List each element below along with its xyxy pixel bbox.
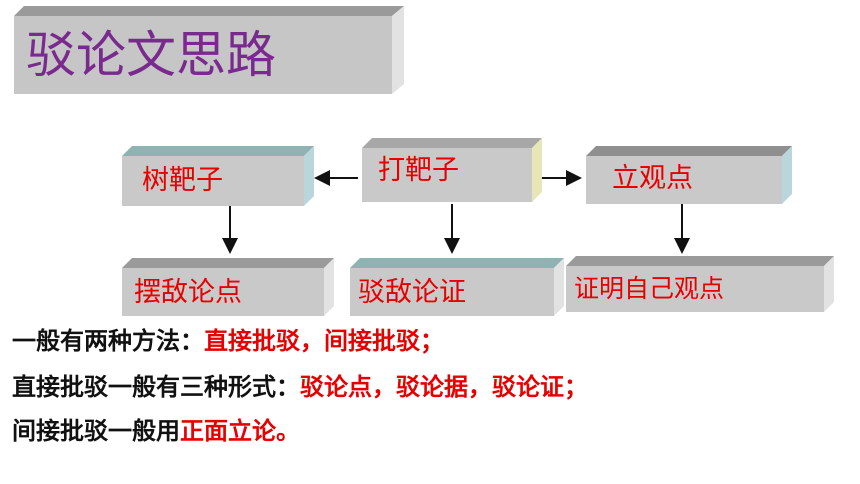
note-line-2-highlight: 驳论点，驳论据，驳论证； <box>300 373 588 401</box>
note-line-1: 一般有两种方法：直接批驳，间接批驳； <box>12 324 444 358</box>
node-bai-dilundian: 摆敌论点 <box>122 258 334 316</box>
page-title: 驳论文思路 <box>26 26 276 84</box>
node-bo-dilunzheng-shape <box>350 258 564 316</box>
note-line-3: 间接批驳一般用正面立论。 <box>12 414 300 448</box>
node-zhengming-guandian: 证明自己观点 <box>566 256 834 312</box>
node-bai-dilundian-shape <box>122 258 334 316</box>
node-li-guandian-shape <box>586 146 792 204</box>
note-line-3-highlight: 正面立论。 <box>180 417 300 445</box>
node-bo-dilunzheng: 驳敌论证 <box>350 258 564 316</box>
node-li-guandian: 立观点 <box>586 146 792 204</box>
node-bo-dilunzheng-label: 驳敌论证 <box>358 277 466 308</box>
node-shu-bazi-label: 树靶子 <box>142 165 223 196</box>
node-li-guandian-label: 立观点 <box>612 163 693 194</box>
node-zhengming-guandian-label: 证明自己观点 <box>574 274 725 303</box>
note-line-2: 直接批驳一般有三种形式：驳论点，驳论据，驳论证； <box>12 370 588 404</box>
node-da-bazi: 打靶子 <box>362 138 542 202</box>
node-bai-dilundian-label: 摆敌论点 <box>134 277 242 308</box>
node-shu-bazi-shape <box>122 146 314 206</box>
node-da-bazi-shape <box>362 138 542 202</box>
note-line-1-prefix: 一般有两种方法： <box>12 327 204 355</box>
node-da-bazi-label: 打靶子 <box>378 155 459 186</box>
note-line-2-prefix: 直接批驳一般有三种形式： <box>12 373 300 401</box>
note-line-1-highlight: 直接批驳，间接批驳； <box>204 327 444 355</box>
note-line-3-prefix: 间接批驳一般用 <box>12 417 180 445</box>
node-shu-bazi: 树靶子 <box>122 146 314 206</box>
node-zhengming-guandian-shape <box>566 256 834 312</box>
